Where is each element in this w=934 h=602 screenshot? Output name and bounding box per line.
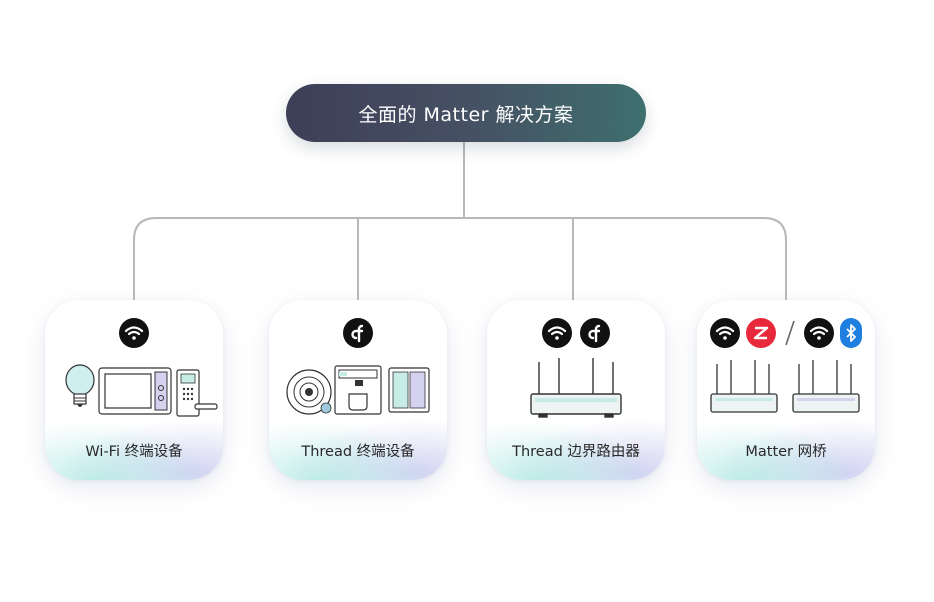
- thread-devices-illustration: [286, 365, 430, 415]
- badge-row: [697, 317, 875, 349]
- light-bulb-icon: [65, 364, 95, 407]
- slash-separator: [785, 320, 795, 346]
- zigbee-icon: [746, 318, 776, 348]
- bridge-illustration: [710, 360, 860, 413]
- card-glow: [45, 410, 223, 480]
- card-matter-bridge: Matter 网桥: [697, 300, 875, 480]
- wifi-icon: [119, 318, 149, 348]
- smart-lock-icon: [176, 369, 218, 417]
- card-glow: [487, 410, 665, 480]
- root-title: 全面的 Matter 解决方案: [358, 103, 574, 126]
- card-glow: [269, 410, 447, 480]
- router-icon: [710, 360, 778, 413]
- wifi-devices-illustration: [65, 364, 218, 417]
- root-title-pill: 全面的 Matter 解决方案: [286, 84, 646, 142]
- router-illustration: [530, 358, 622, 418]
- card-glow: [697, 410, 875, 480]
- thread-icon: [580, 318, 610, 348]
- card-label: Matter 网桥: [745, 444, 827, 460]
- wifi-icon: [542, 318, 572, 348]
- card-thread-border-router: Thread 边界路由器: [487, 300, 665, 480]
- router-icon: [530, 358, 622, 418]
- router-icon: [792, 360, 860, 413]
- badge-row: [269, 317, 447, 349]
- microwave-icon: [98, 367, 172, 415]
- card-label: Thread 边界路由器: [512, 444, 640, 460]
- wall-switch-icon: [388, 367, 430, 413]
- wifi-icon: [710, 318, 740, 348]
- thread-icon: [343, 318, 373, 348]
- card-thread-end-devices: Thread 终端设备: [269, 300, 447, 480]
- bluetooth-icon: [840, 318, 862, 348]
- badge-row: [487, 317, 665, 349]
- sensor-puck-icon: [286, 369, 332, 415]
- card-label: Wi-Fi 终端设备: [85, 444, 183, 460]
- card-wifi-end-devices: Wi-Fi 终端设备: [45, 300, 223, 480]
- badge-row: [45, 317, 223, 349]
- wifi-icon: [804, 318, 834, 348]
- card-label: Thread 终端设备: [301, 444, 415, 460]
- coffee-machine-icon: [334, 365, 382, 415]
